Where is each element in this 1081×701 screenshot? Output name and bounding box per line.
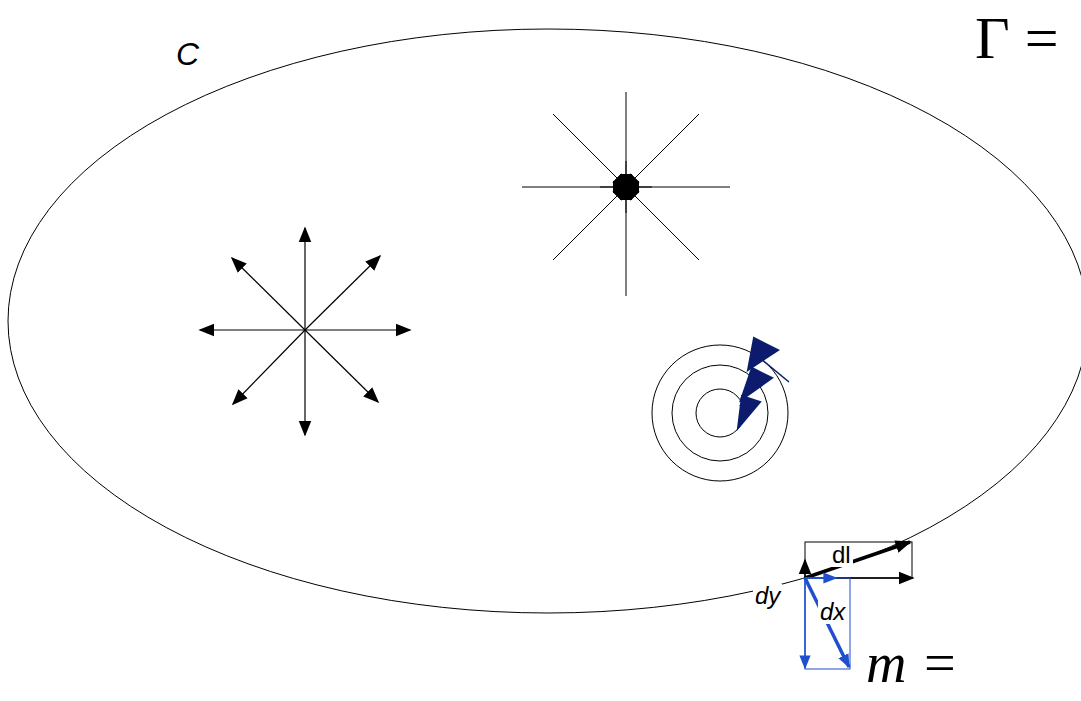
sink-symbol (522, 92, 730, 296)
source-symbol (200, 228, 410, 435)
line-element (805, 542, 913, 578)
vortex-symbol (652, 345, 788, 481)
dl-label: dl (830, 543, 853, 567)
normal-vector (805, 578, 850, 669)
flux-formula: m = (866, 635, 958, 691)
contour-label: C (176, 38, 199, 70)
vortex-arrows (737, 338, 789, 428)
contour (8, 29, 1081, 613)
dx-label: dx (818, 600, 847, 624)
circulation-formula: Γ = (975, 8, 1059, 68)
dy-label: dy (753, 584, 782, 608)
